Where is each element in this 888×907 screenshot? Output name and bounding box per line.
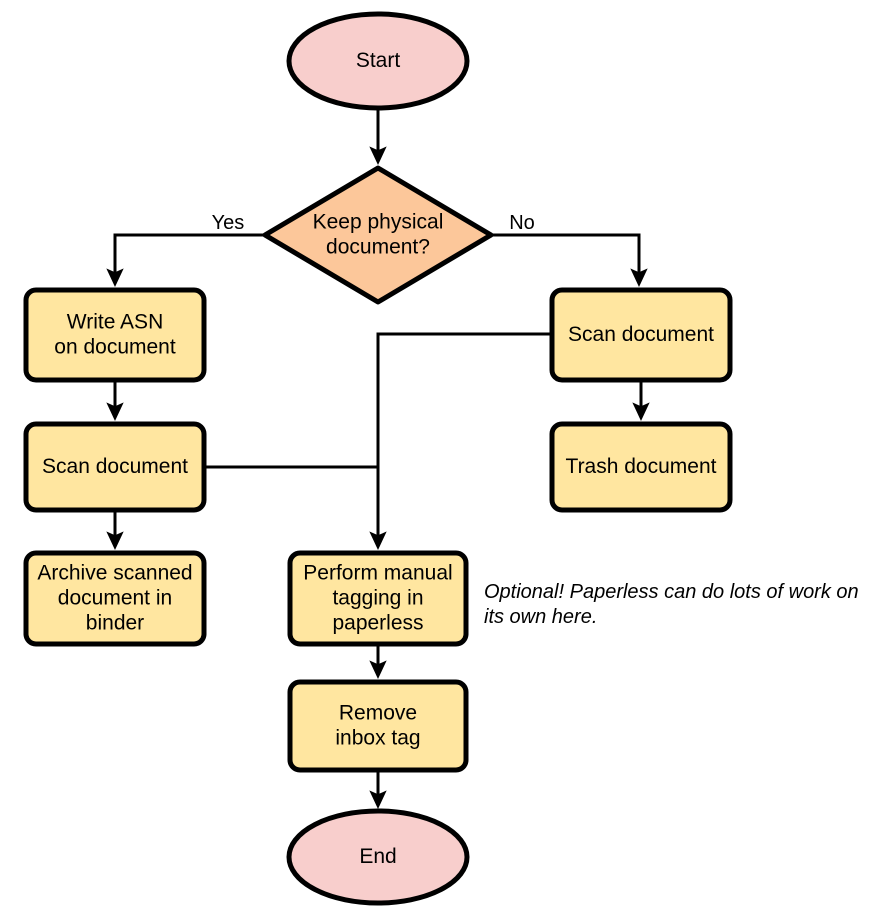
node-label-trash-document: Trash document <box>566 455 717 478</box>
node-shape-rect <box>23 421 207 513</box>
node-shape-rect <box>287 679 469 773</box>
node-label-end: End <box>359 845 396 868</box>
node-shape-rect <box>23 550 207 647</box>
node-label-scan-document-right: Scan document <box>568 323 714 346</box>
edge-decision-no-to-scan-right <box>491 233 648 288</box>
node-label-scan-document-left: Scan document <box>42 455 188 478</box>
node-scan-document-left[interactable]: Scan document <box>23 421 207 513</box>
node-shape-rect <box>23 287 207 383</box>
node-shape-rect <box>287 550 469 647</box>
edge-labels-layer: Yes No <box>212 212 535 234</box>
node-start[interactable]: Start <box>286 11 470 111</box>
node-shape-rect <box>549 287 733 383</box>
edges-layer <box>106 108 650 810</box>
node-label-start: Start <box>356 49 401 72</box>
node-shape-rect <box>549 421 733 513</box>
edge-label-decision-no-to-scan-right: No <box>509 212 535 234</box>
node-shape-diamond <box>262 165 494 305</box>
edge-label-decision-yes-to-write-asn: Yes <box>212 212 245 234</box>
node-shape-ellipse <box>286 11 470 111</box>
node-trash-document[interactable]: Trash document <box>549 421 733 513</box>
edge-scan-right-to-tagging <box>369 332 552 551</box>
node-scan-document-right[interactable]: Scan document <box>549 287 733 383</box>
annotation-optional-note: Optional! Paperless can do lots of work … <box>484 581 859 628</box>
node-shape-ellipse <box>286 808 470 906</box>
node-end[interactable]: End <box>286 808 470 906</box>
edge-decision-yes-to-write-asn <box>106 233 265 288</box>
annotations-layer: Optional! Paperless can do lots of work … <box>484 581 859 628</box>
